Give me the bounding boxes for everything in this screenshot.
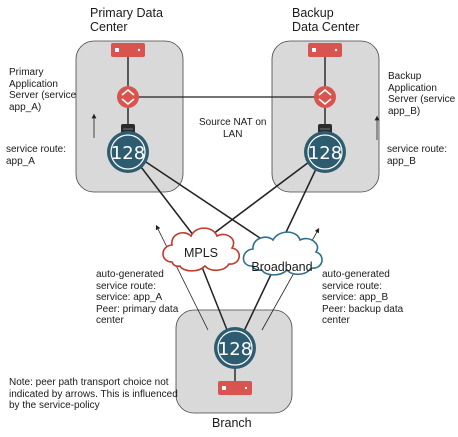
auto-route-a-label: auto-generated service route: service: a…	[96, 269, 179, 326]
auto-route-b-label: auto-generated service route: service: a…	[322, 269, 404, 326]
branch-router-label: 128	[218, 339, 252, 360]
source-nat-label: Source NAT on LAN	[199, 117, 267, 140]
auto-route-a-arrow	[155, 224, 209, 331]
backup-switch-icon	[314, 86, 336, 108]
broadband-cloud: Broadband	[242, 231, 323, 276]
branch-site-title: Branch	[212, 416, 252, 430]
primary-server-label: Primary Application Server (service app_…	[9, 67, 77, 113]
mpls-cloud: MPLS	[162, 227, 240, 272]
branch-router: 128	[214, 327, 256, 369]
backup-route-label: service route: app_B	[387, 144, 448, 167]
primary-router: 128	[107, 131, 149, 173]
primary-to-broadband-link	[127, 149, 279, 251]
backup-site-title: Backup Data Center	[292, 6, 360, 34]
primary-switch-icon	[117, 86, 139, 108]
backup-server-label: Backup Application Server (service app_B…	[388, 71, 456, 117]
backup-server-icon	[308, 43, 342, 57]
primary-route-label: service route: app_A	[6, 144, 67, 167]
mpls-label: MPLS	[184, 246, 218, 260]
primary-server-icon	[111, 43, 145, 57]
broadband-label: Broadband	[251, 260, 312, 274]
backup-router-label: 128	[308, 143, 342, 164]
primary-router-label: 128	[111, 143, 145, 164]
primary-site-title: Primary Data Center	[90, 6, 163, 34]
backup-to-mpls-link	[204, 149, 326, 241]
note-text: Note: peer path transport choice not ind…	[9, 377, 178, 411]
branch-server-icon	[218, 381, 252, 395]
primary-site-box	[75, 40, 184, 193]
backup-router: 128	[304, 131, 346, 173]
